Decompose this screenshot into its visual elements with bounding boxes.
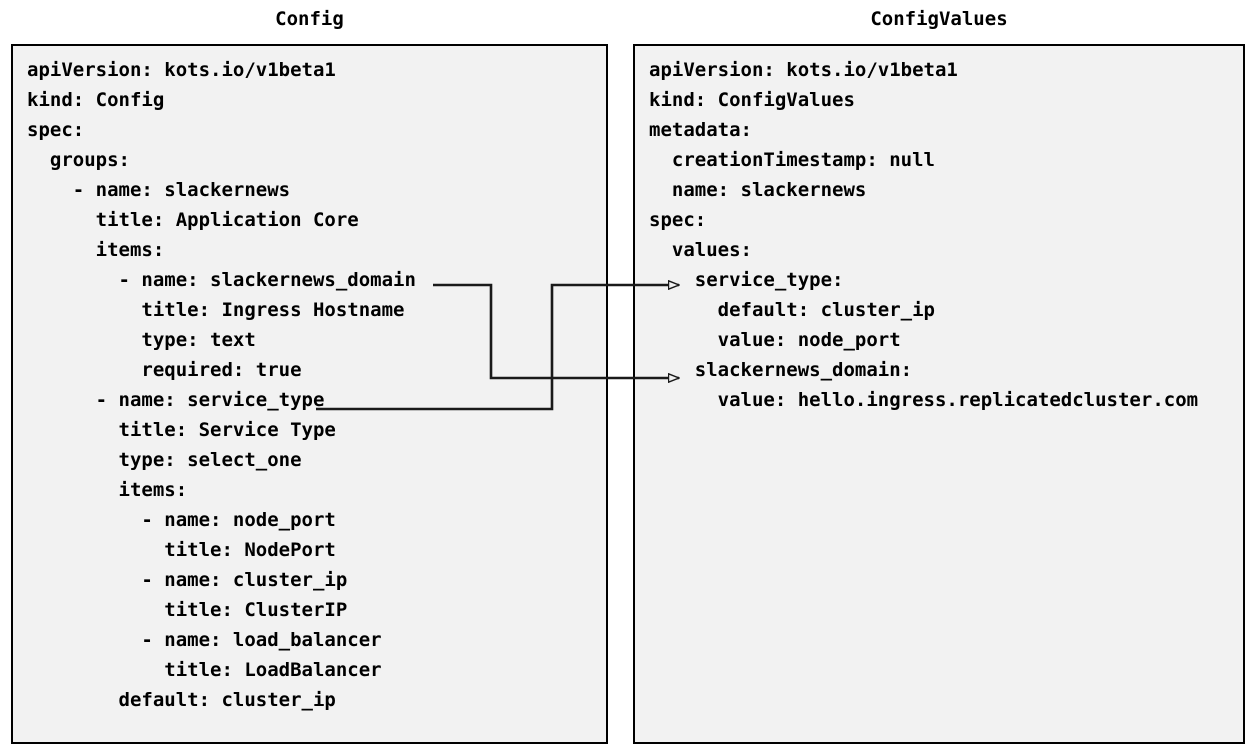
configvalues-yaml-line-5: spec: xyxy=(649,209,707,231)
configvalues-yaml-lines: apiVersion: kots.io/v1beta1 kind: ConfigV… xyxy=(635,46,1243,742)
configvalues-yaml-line-10: slackernews_domain: xyxy=(649,359,913,381)
configvalues-yaml-line-1: kind: ConfigValues xyxy=(649,89,855,111)
config-yaml-line-21: default: cluster_ip xyxy=(27,689,336,711)
config-yaml-line-3: groups: xyxy=(27,149,130,171)
config-yaml-panel: apiVersion: kots.io/v1beta1 kind: Config s… xyxy=(11,44,608,744)
configvalues-yaml-line-3: creationTimestamp: null xyxy=(649,149,935,171)
config-yaml-line-12: title: Service Type xyxy=(27,419,336,441)
config-yaml-line-18: title: ClusterIP xyxy=(27,599,348,621)
configvalues-yaml-line-11: value: hello.ingress.replicatedcluster.c… xyxy=(649,389,1199,411)
configvalues-yaml-line-2: metadata: xyxy=(649,119,752,141)
configvalues-panel-title: ConfigValues xyxy=(870,8,1008,30)
configvalues-yaml-line-6: values: xyxy=(649,239,752,261)
configvalues-yaml-panel: apiVersion: kots.io/v1beta1 kind: ConfigV… xyxy=(633,44,1245,744)
config-yaml-line-13: type: select_one xyxy=(27,449,302,471)
config-panel-title: Config xyxy=(275,8,344,30)
config-yaml-line-20: title: LoadBalancer xyxy=(27,659,382,681)
config-yaml-line-19: - name: load_balancer xyxy=(27,629,382,651)
config-yaml-line-11: - name: service_type xyxy=(27,389,325,411)
configvalues-yaml-line-7: service_type: xyxy=(649,269,844,291)
configvalues-yaml-line-9: value: node_port xyxy=(649,329,901,351)
config-yaml-line-2: spec: xyxy=(27,119,85,141)
config-yaml-line-9: type: text xyxy=(27,329,256,351)
config-yaml-line-10: required: true xyxy=(27,359,302,381)
config-yaml-line-5: title: Application Core xyxy=(27,209,359,231)
config-yaml-lines: apiVersion: kots.io/v1beta1 kind: Config s… xyxy=(13,46,606,742)
config-yaml-line-8: title: Ingress Hostname xyxy=(27,299,405,321)
config-yaml-line-17: - name: cluster_ip xyxy=(27,569,348,591)
config-yaml-line-6: items: xyxy=(27,239,165,261)
config-yaml-line-16: title: NodePort xyxy=(27,539,336,561)
config-yaml-line-4: - name: slackernews xyxy=(27,179,291,201)
configvalues-yaml-line-8: default: cluster_ip xyxy=(649,299,935,321)
config-yaml-line-1: kind: Config xyxy=(27,89,165,111)
configvalues-yaml-line-0: apiVersion: kots.io/v1beta1 xyxy=(649,59,958,81)
config-yaml-line-7: - name: slackernews_domain xyxy=(27,269,416,291)
config-yaml-line-0: apiVersion: kots.io/v1beta1 xyxy=(27,59,336,81)
configvalues-yaml-line-4: name: slackernews xyxy=(649,179,867,201)
config-yaml-line-15: - name: node_port xyxy=(27,509,336,531)
config-yaml-line-14: items: xyxy=(27,479,188,501)
